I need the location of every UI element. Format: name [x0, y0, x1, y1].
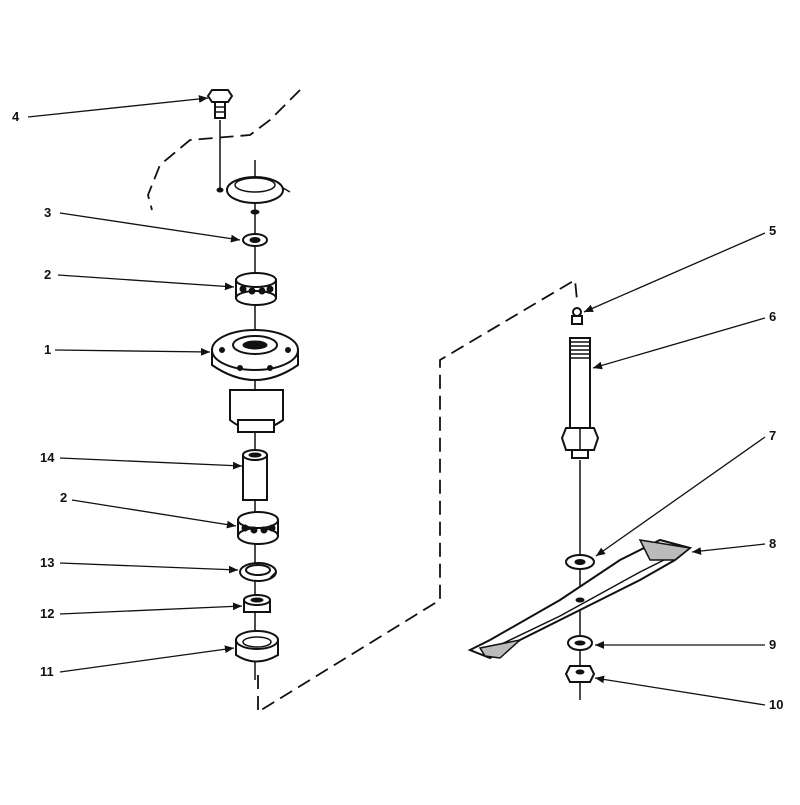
leader-5 [583, 232, 766, 313]
washer-7 [565, 554, 595, 570]
leader-7 [595, 436, 766, 557]
callout-1: 1 [44, 342, 52, 357]
deck-outline-connector [257, 278, 578, 714]
callout-2-upper: 2 [44, 267, 52, 282]
leader-3 [59, 212, 241, 243]
leader-13 [59, 562, 239, 574]
callout-4: 4 [12, 109, 20, 124]
leader-6 [592, 317, 766, 370]
deck-mount-ring [216, 176, 291, 215]
callout-6: 6 [769, 309, 777, 324]
spindle-shaft-6 [560, 337, 600, 459]
callout-13: 13 [40, 555, 55, 570]
callout-11: 11 [40, 664, 54, 679]
callout-7: 7 [769, 428, 777, 443]
cup-11 [235, 630, 279, 663]
leader-8 [691, 543, 766, 555]
callout-8: 8 [769, 536, 777, 551]
washer-3 [242, 233, 268, 247]
snap-ring-13 [239, 562, 277, 582]
washer-9 [567, 635, 593, 651]
leader-1 [54, 347, 211, 356]
deck-outline-top [147, 89, 301, 211]
callout-2-lower: 2 [60, 490, 68, 505]
bearing-2-upper [235, 272, 277, 306]
callout-9: 9 [769, 637, 777, 652]
callout-10: 10 [769, 697, 784, 712]
callout-5: 5 [769, 223, 777, 238]
leader-14 [59, 457, 243, 470]
leader-12 [59, 602, 243, 615]
bearing-2-lower [237, 511, 279, 545]
bolt-4 [206, 89, 234, 119]
blade-8 [467, 538, 693, 660]
callout-3: 3 [44, 205, 52, 220]
spindle-housing-1 [211, 329, 299, 433]
spacer-tube-14 [242, 449, 268, 501]
callout-14: 14 [40, 450, 55, 465]
leader-11 [59, 645, 235, 673]
leader-2b [71, 499, 237, 529]
leader-4 [27, 95, 209, 118]
seal-12 [243, 594, 271, 613]
grease-fitting-5 [571, 307, 583, 325]
leader-2a [57, 274, 235, 291]
callout-12: 12 [40, 606, 55, 621]
nut-10 [564, 665, 596, 683]
leader-10 [594, 675, 766, 706]
